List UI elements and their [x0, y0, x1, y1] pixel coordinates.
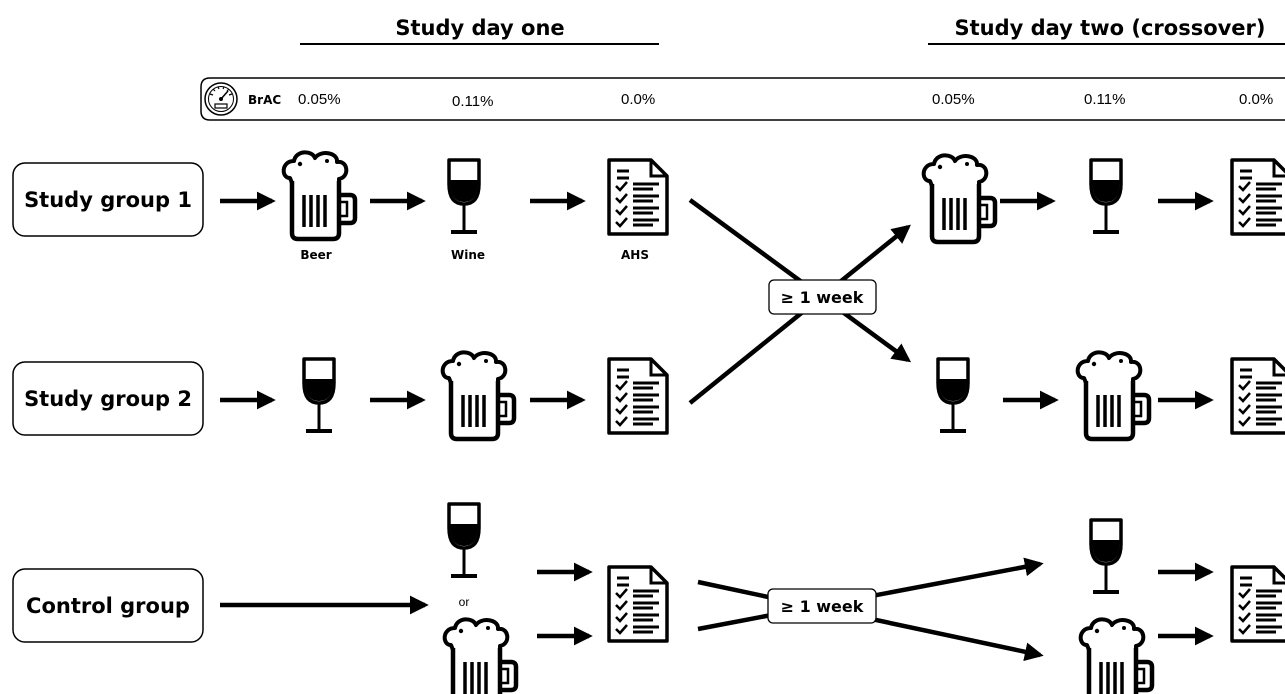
washout-text-upper: ≥ 1 week — [781, 288, 864, 307]
crossover-arrow-group2-to-day2-upper — [688, 224, 911, 405]
brac-day2-value-1: 0.05% — [932, 91, 975, 108]
wine-glass-icon — [1089, 158, 1123, 236]
checklist-document-icon — [607, 357, 669, 435]
wine-glass-icon — [447, 502, 481, 580]
brac-day2-value-3: 0.0% — [1239, 91, 1273, 108]
wine-glass-icon — [447, 158, 481, 236]
control-group-box: Control group — [12, 568, 204, 643]
checklist-document-icon — [607, 565, 669, 643]
caption-beer: Beer — [300, 248, 331, 262]
wine-glass-icon — [302, 357, 336, 435]
caption-ahs: AHS — [621, 248, 649, 262]
beer-mug-icon — [284, 152, 355, 239]
brac-day1-value-3: 0.0% — [621, 91, 655, 108]
beer-mug-icon — [1081, 619, 1152, 694]
checklist-document-icon — [1230, 158, 1285, 236]
study-day-two-header: Study day two (crossover) — [954, 16, 1265, 40]
caption-wine: Wine — [451, 248, 485, 262]
checklist-document-icon — [607, 158, 669, 236]
study-group-2-label: Study group 2 — [24, 387, 192, 411]
study-day-one-header: Study day one — [395, 16, 564, 40]
speedometer-icon — [204, 82, 238, 116]
brac-label: BrAC — [248, 93, 281, 107]
washout-label-lower: ≥ 1 week — [767, 588, 877, 624]
brac-day2-value-2: 0.11% — [1084, 91, 1125, 108]
study-group-1-label: Study group 1 — [24, 188, 192, 212]
wine-glass-icon — [1089, 518, 1123, 596]
beer-mug-icon — [1078, 352, 1149, 439]
washout-text-lower: ≥ 1 week — [781, 597, 864, 616]
control-group-label: Control group — [26, 594, 190, 618]
beer-mug-icon — [445, 619, 516, 694]
wine-glass-icon — [936, 357, 970, 435]
checklist-document-icon — [1230, 565, 1285, 643]
washout-label-upper: ≥ 1 week — [768, 279, 877, 315]
study-group-2-box: Study group 2 — [12, 361, 204, 436]
study-group-1-box: Study group 1 — [12, 162, 204, 237]
brac-day1-value-2: 0.11% — [452, 93, 493, 110]
or-text: or — [459, 595, 470, 609]
checklist-document-icon — [1230, 357, 1285, 435]
beer-mug-icon — [443, 352, 514, 439]
brac-day1-value-1: 0.05% — [298, 91, 341, 108]
beer-mug-icon — [924, 155, 995, 242]
brac-bar: BrAC 0.05% 0.11% 0.0% 0.05% 0.11% 0.0% — [200, 77, 1285, 121]
